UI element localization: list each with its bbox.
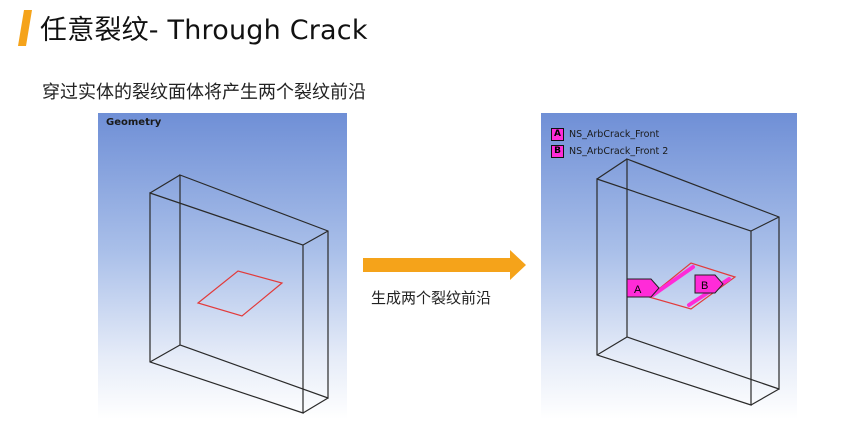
crack-surface: [647, 262, 737, 310]
legend-item: B NS_ArbCrack_Front 2: [551, 144, 668, 159]
crack-front-marker-b: B: [694, 274, 724, 294]
crack-front-marker-a: A: [626, 278, 660, 298]
title-accent-bar: [18, 10, 32, 46]
named-selection-legend: A NS_ArbCrack_Front B NS_ArbCrack_Front …: [551, 127, 668, 161]
legend-item: A NS_ArbCrack_Front: [551, 127, 668, 142]
arrow-caption: 生成两个裂纹前沿: [371, 289, 492, 307]
marker-a-label: A: [634, 284, 642, 296]
legend-marker-b: B: [551, 145, 564, 158]
viewport-label: Geometry: [106, 117, 162, 128]
crack-surface: [196, 270, 284, 317]
solid-block-wireframe: [149, 174, 329, 414]
right-arrow-icon: [363, 250, 526, 280]
solid-block-wireframe: [596, 158, 780, 406]
geometry-model: [149, 174, 329, 414]
crack-front-a: [651, 265, 695, 297]
legend-label: NS_ArbCrack_Front: [569, 129, 660, 140]
page-title: 任意裂纹- Through Crack: [40, 15, 368, 46]
legend-label: NS_ArbCrack_Front 2: [569, 146, 669, 157]
marker-b-label: B: [701, 280, 708, 292]
description-text: 穿过实体的裂纹面体将产生两个裂纹前沿: [42, 82, 366, 103]
crack-fronts-viewport[interactable]: A NS_ArbCrack_Front B NS_ArbCrack_Front …: [541, 113, 797, 419]
legend-marker-a: A: [551, 128, 564, 141]
geometry-viewport[interactable]: Geometry: [98, 113, 347, 419]
crack-model: A B: [596, 158, 780, 406]
